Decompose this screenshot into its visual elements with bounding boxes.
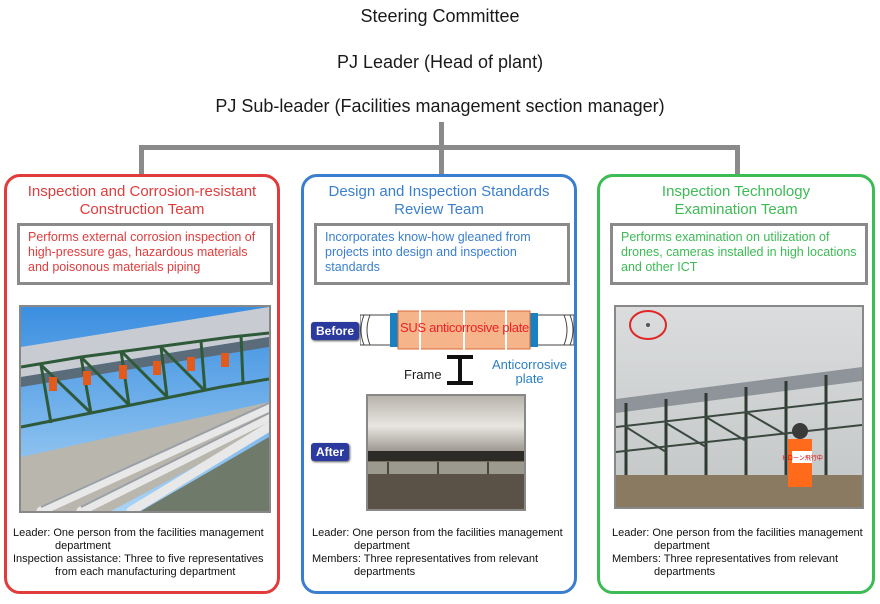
plate-label: SUS anticorrosive plate (400, 320, 529, 335)
team-description: Incorporates know-how gleaned from proje… (314, 223, 570, 285)
team-title: Inspection Technology Examination Team (661, 183, 811, 218)
team-inspection-corrosion: Inspection and Corrosion-resistant Const… (4, 174, 280, 594)
steering-committee: Steering Committee (360, 6, 520, 26)
after-tag: After (311, 443, 350, 461)
team-title: Design and Inspection Standards Review T… (328, 183, 550, 218)
team-description: Performs external corrosion inspection o… (17, 223, 273, 285)
team-inspection-technology: Inspection Technology Examination Team P… (597, 174, 875, 594)
before-tag: Before (311, 322, 360, 340)
drone-sign: ドローン飛行中 (781, 454, 823, 462)
frame-label: Frame (404, 367, 442, 382)
anticorrosive-plate-diagram (360, 307, 574, 353)
connector-middle (439, 145, 444, 177)
frame-icon (447, 355, 473, 385)
anticorrosive-label: Anticorrosive plate (492, 357, 568, 386)
drone-inspection-photo: ドローン飛行中 (614, 305, 864, 509)
team-members-info: Leader: One person from the facilities m… (312, 527, 563, 578)
connector-right (735, 145, 740, 177)
connector-left (139, 145, 144, 177)
team-members-info: Leader: One person from the facilities m… (612, 527, 863, 578)
team-design-standards: Design and Inspection Standards Review T… (301, 174, 577, 594)
piping-rack-photo (19, 305, 271, 513)
pj-subleader: PJ Sub-leader (Facilities management sec… (215, 96, 665, 116)
team-members-info: Leader: One person from the facilities m… (13, 527, 264, 578)
team-description: Performs examination on utilization of d… (610, 223, 868, 285)
anticorrosive-plate-photo (366, 394, 526, 511)
pj-leader: PJ Leader (Head of plant) (336, 52, 544, 72)
team-title: Inspection and Corrosion-resistant Const… (27, 183, 257, 218)
connector-stem (439, 122, 444, 148)
